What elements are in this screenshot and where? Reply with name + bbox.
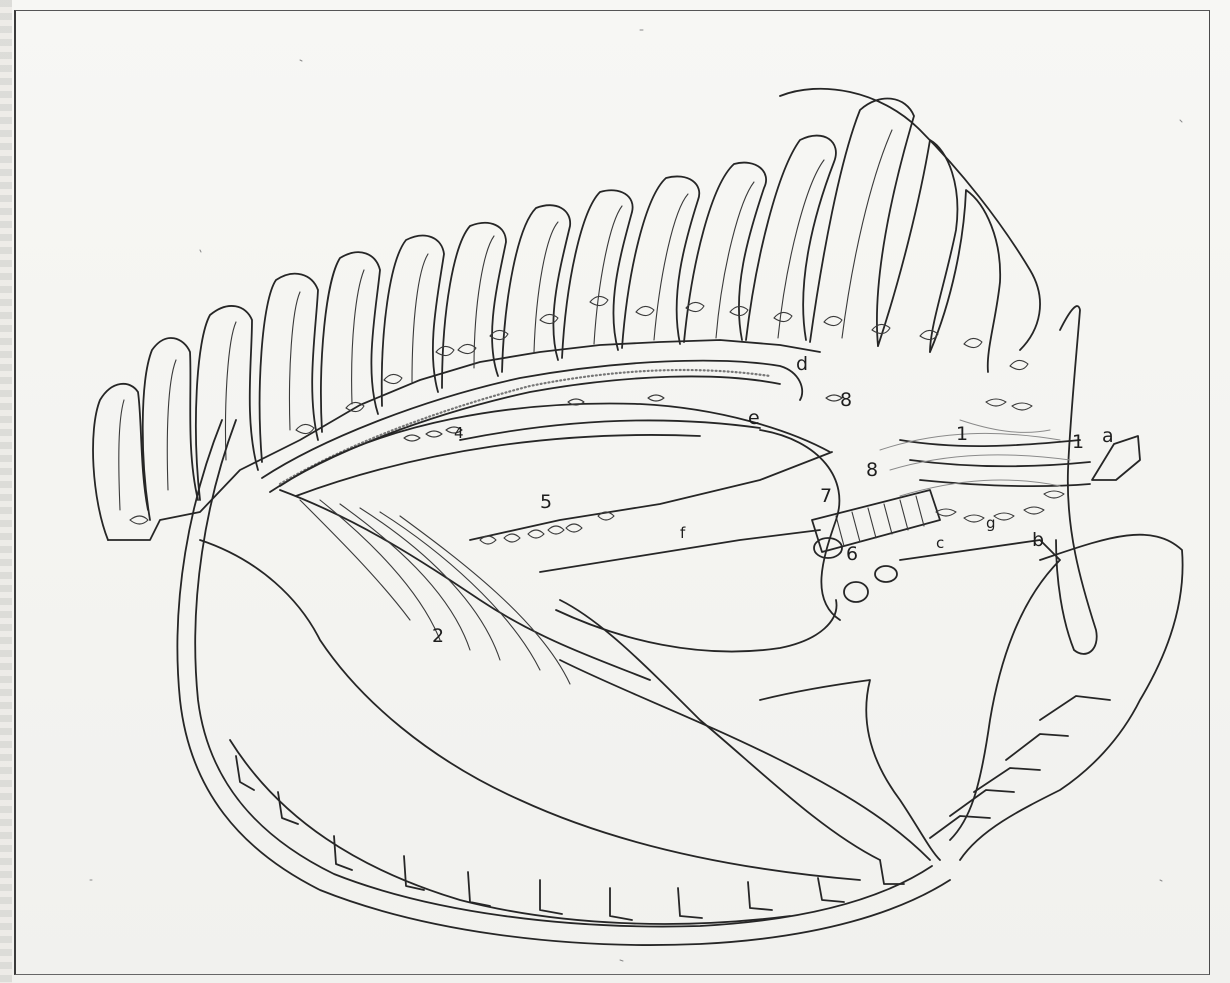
- label-g: g: [986, 514, 996, 532]
- spinous-process-2: [143, 338, 198, 520]
- spinous-process-14: [878, 140, 957, 352]
- label-1b: 1: [1072, 431, 1084, 453]
- scan-noise: [90, 30, 1182, 961]
- spinous-process-3: [196, 306, 258, 500]
- intercostal-nerves: [280, 490, 880, 860]
- label-d: d: [796, 353, 808, 375]
- esophagus-upper: [470, 452, 832, 540]
- label-5: 5: [540, 491, 552, 513]
- label-8b: 8: [866, 459, 878, 481]
- cavity-dorsal-line: [296, 435, 700, 496]
- label-c: c: [936, 534, 944, 552]
- label-8: 8: [840, 389, 852, 411]
- label-7: 7: [820, 485, 832, 507]
- label-4: 4: [454, 424, 464, 442]
- rib-cage: [177, 420, 1110, 945]
- head-outline-a: [1092, 436, 1140, 480]
- spinal-band: [262, 361, 802, 492]
- node-row-5: [480, 512, 614, 544]
- cervical-region: [880, 306, 1183, 860]
- nerve-root-loops: [130, 296, 1028, 524]
- ventral-outline-outer: [177, 420, 950, 945]
- lung-lobe: [760, 430, 840, 620]
- spinous-process-9: [562, 190, 633, 358]
- mediastinal-line-e: [460, 420, 760, 440]
- diaphragm-crus: [560, 600, 880, 860]
- speck-marks: [90, 30, 1182, 961]
- cervical-vessel-vertical: [1056, 306, 1097, 654]
- spinous-process-5: [321, 252, 380, 432]
- nerve-roots: [130, 296, 1028, 524]
- thoracic-cavity: [280, 404, 940, 620]
- node-oval-1: [844, 582, 868, 602]
- costal-arch: [200, 540, 860, 880]
- ganglia-chain: [280, 370, 770, 484]
- label-1: 1: [956, 423, 968, 445]
- label-b: b: [1032, 529, 1044, 551]
- label-6: 6: [846, 543, 858, 565]
- nerve-bundle-1: [900, 440, 1090, 486]
- spinous-process-8: [502, 205, 570, 372]
- spinous-process-13: [810, 99, 914, 346]
- label-2: 2: [432, 625, 444, 647]
- sympathetic-trunk-upper: [262, 361, 802, 478]
- vertebral-column: [93, 89, 1040, 540]
- spinous-process-6: [382, 236, 444, 406]
- liver-edge: [560, 660, 930, 860]
- sternum-line: [230, 740, 790, 924]
- phrenic-nerve-branch: [280, 490, 650, 680]
- organ-mass: [556, 538, 940, 860]
- node-oval-2: [875, 566, 897, 582]
- costal-cartilages: [930, 696, 1110, 838]
- mediastinal-nodes: [404, 395, 842, 544]
- figure-labels: a b c d e f g 1 1 2 4 5 6 7 8 8: [432, 353, 1114, 647]
- label-a: a: [1102, 425, 1114, 447]
- ganglion-cluster: [936, 399, 1064, 522]
- spinous-process-11: [684, 163, 766, 342]
- heart-region: [760, 680, 940, 860]
- label-f: f: [680, 524, 686, 542]
- spinous-process-10: [622, 176, 699, 348]
- label-e: e: [748, 407, 760, 429]
